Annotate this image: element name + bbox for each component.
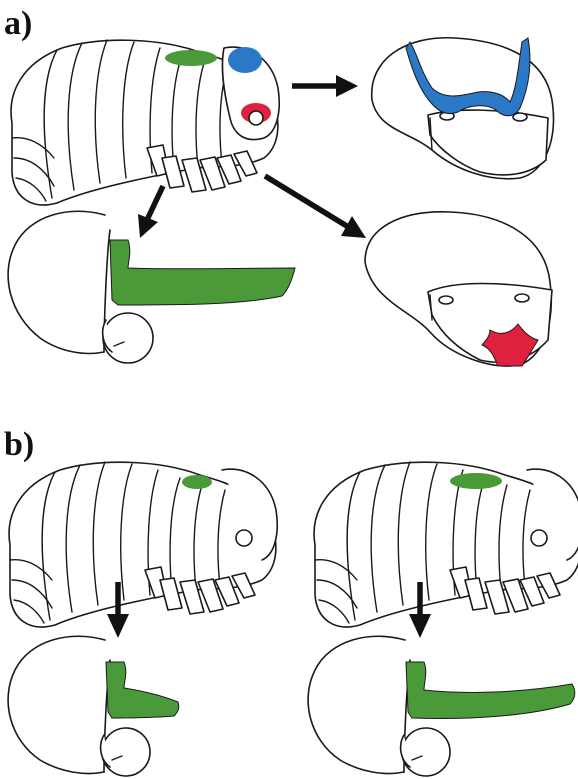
panel-a-label: a) — [4, 5, 32, 42]
blue-expression-patch — [228, 47, 262, 73]
panel-b-larva-right — [314, 462, 578, 627]
head-green-long-a — [8, 211, 295, 363]
panel-b-larva-left — [9, 462, 277, 627]
head-green-short-b — [8, 636, 179, 776]
panel-a-larva — [11, 40, 279, 205]
green-patch-b-right — [450, 473, 502, 489]
green-patch-b-left — [182, 475, 212, 489]
green-long-process-a — [110, 240, 295, 305]
green-expression-patch — [165, 50, 217, 66]
green-long-process-b — [406, 662, 575, 718]
head-capsule-red — [365, 212, 552, 366]
panel-b-label: b) — [4, 426, 34, 463]
arrow-to-red-head — [265, 176, 366, 238]
head-green-long-b — [308, 636, 575, 776]
arrow-to-head-blue — [292, 75, 358, 97]
arrow-to-green-head — [138, 186, 163, 238]
green-short-process-b — [106, 662, 179, 718]
head-capsule-blue — [372, 38, 554, 179]
